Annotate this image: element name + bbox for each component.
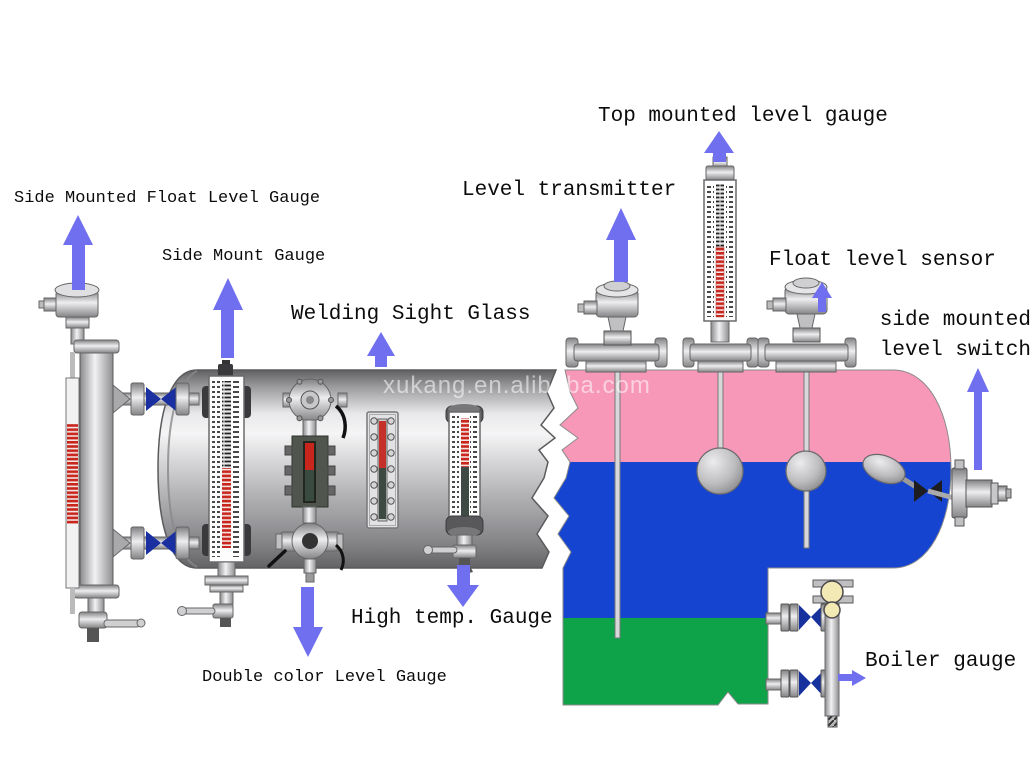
switch-plate (951, 467, 968, 519)
float-ball-1 (696, 447, 744, 495)
level-transmitter-device (577, 280, 639, 346)
arrow-right-boiler-gauge (838, 669, 866, 686)
drain-spout (87, 628, 99, 642)
label-level-transmitter: Level transmitter (462, 179, 677, 202)
red-indicator (222, 468, 231, 548)
red-indicator (715, 246, 725, 318)
gauge-eye-large (820, 580, 844, 604)
liquid-region (554, 462, 951, 618)
cutaway-outline (553, 369, 952, 706)
float-ball-2 (785, 450, 827, 492)
arrow-up-level-transmitter (605, 208, 636, 282)
welding-sight-glass-device (366, 411, 399, 529)
gauge-eye-small (823, 601, 841, 619)
label-line-1: side mounted (879, 309, 1031, 332)
flange-top-mounted-gauge (682, 337, 759, 373)
label-high-temp-gauge: High temp. Gauge (351, 607, 553, 630)
red-indicator (305, 443, 314, 470)
label-float-level-sensor: Float level sensor (769, 249, 996, 272)
label-side-mounted-float-level-gauge: Side Mounted Float Level Gauge (14, 189, 321, 208)
arrow-up-float-level-sensor (812, 282, 832, 312)
float-rod-1 (717, 371, 724, 451)
label-side-mount-gauge: Side Mount Gauge (162, 247, 326, 266)
label-top-mounted-level-gauge: Top mounted level gauge (598, 105, 888, 128)
switch-stem (927, 488, 955, 501)
arrow-up-top-mounted-level-gauge (704, 131, 734, 162)
side-mount-gauge-device (177, 360, 251, 627)
top-mounted-level-gauge-device (703, 156, 737, 343)
arrow-up-side-mounted-level-switch (967, 368, 989, 470)
upper-pipe-valve (765, 603, 830, 632)
red-indicator (461, 418, 469, 467)
lower-valve-run (112, 526, 200, 560)
side-mounted-level-switch-device (862, 453, 1012, 527)
side-mounted-float-level-gauge-device (38, 282, 200, 642)
arrow-down-double-color-level-gauge (292, 587, 323, 657)
arrow-up-side-mount-gauge (212, 278, 243, 358)
double-color-level-gauge-device (267, 378, 348, 583)
valve-lever (267, 549, 287, 568)
label-line-2: level switch (879, 339, 1031, 362)
valve-lever (334, 543, 345, 571)
label-double-color-level-gauge: Double color Level Gauge (202, 668, 447, 687)
gland-left (914, 480, 928, 502)
label-boiler-gauge: Boiler gauge (865, 650, 1017, 673)
watermark: xukang.en.alibaba.com (383, 372, 651, 399)
egg-float (862, 453, 906, 485)
red-indicator (379, 421, 386, 468)
valve-handle (334, 404, 347, 439)
label-welding-sight-glass: Welding Sight Glass (291, 303, 531, 326)
internal-rods-and-floats (614, 371, 827, 639)
flange-level-transmitter (565, 337, 668, 373)
arrow-down-high-temp-gauge (447, 565, 479, 607)
drain-spout (220, 618, 231, 627)
label-side-mounted-level-switch: side mounted level switch (868, 306, 1031, 366)
boiler-gauge-device (765, 579, 854, 728)
transmitter-rod (614, 371, 621, 639)
lower-pipe-valve (765, 669, 830, 698)
upper-valve-run (112, 382, 200, 416)
arrow-up-side-mounted-float-level-gauge (63, 215, 93, 290)
switch-body (965, 479, 993, 508)
flange-float-level-sensor (757, 337, 857, 373)
red-indicator (67, 424, 78, 524)
arrow-up-welding-sight-glass (366, 332, 395, 367)
